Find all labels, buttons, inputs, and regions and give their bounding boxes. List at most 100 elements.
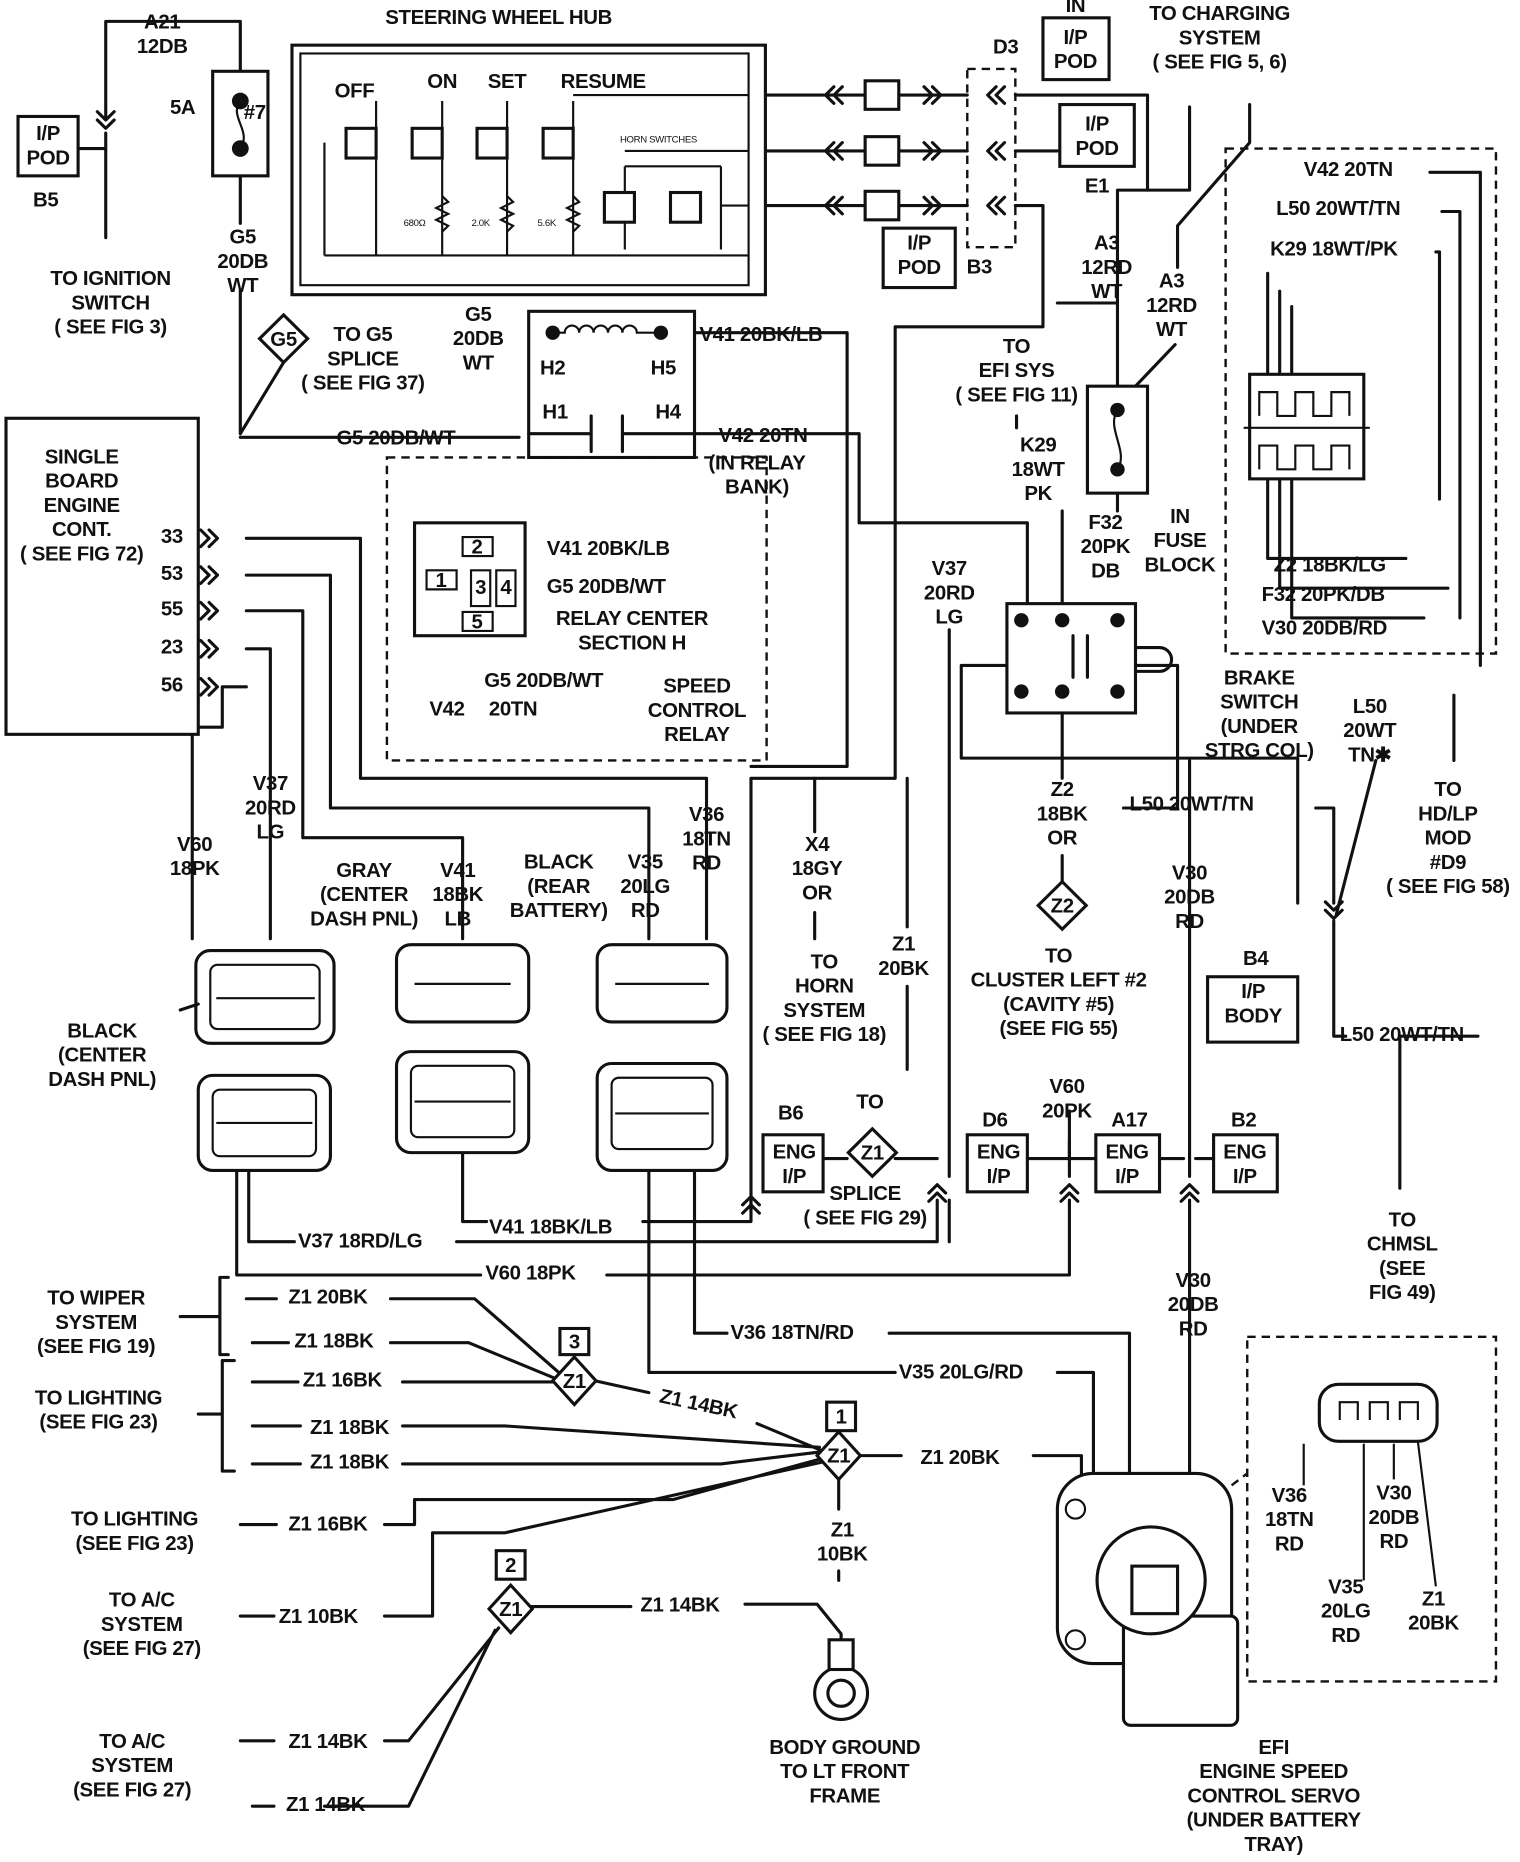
label-line: V37 [932, 558, 967, 580]
label-line: L50 20WT/TN [1276, 198, 1400, 220]
label-line: RD [1175, 911, 1204, 933]
label-line: 18TN [1265, 1509, 1313, 1531]
label-line: 20RD [245, 798, 296, 820]
label-line: L50 20WT/TN [1129, 793, 1253, 815]
chevron-icon [199, 638, 220, 659]
label-line: 4 [500, 577, 512, 599]
label-line: ( SEE FIG 37) [301, 373, 424, 395]
label-line: LG [935, 607, 963, 629]
label-line: 20DB [1368, 1507, 1419, 1529]
label-line: (UNDER [1221, 716, 1299, 738]
label-line: PK [1024, 483, 1052, 505]
label-line: LG [257, 822, 285, 844]
resistor-2k: 2.0K [471, 218, 490, 229]
wire-efi [1014, 414, 1064, 620]
v35-low-label: V35 20LG/RD [899, 1361, 1023, 1383]
label-line: RELAY [664, 724, 730, 746]
label-line: 20DB [1164, 887, 1215, 909]
label-line: WT [1091, 281, 1123, 303]
eng-ip-boxes [761, 1133, 1279, 1194]
fuse-5a [211, 69, 270, 178]
z1-20bk-servo: Z1 20BK [920, 1447, 1000, 1469]
z1-wire-1: Z1 20BK [288, 1287, 368, 1309]
label-line: RD [692, 853, 721, 875]
label-line: RESUME [561, 71, 646, 93]
label-line: 20WT [1343, 720, 1397, 742]
label-line: I/P [987, 1166, 1011, 1188]
label-line: WT [227, 275, 259, 297]
label-line: 23 [161, 637, 183, 659]
label-line: E1 [1085, 176, 1109, 198]
label-line: 18WT [1012, 459, 1066, 481]
label-line: G5 [465, 304, 492, 326]
label-line: D6 [982, 1110, 1007, 1132]
ip-pod-b3 [881, 226, 957, 290]
ip-pod-e1 [1058, 103, 1136, 168]
chevron-icon [1059, 1183, 1080, 1203]
label-line: H2 [540, 357, 565, 379]
label-line: H5 [651, 357, 676, 379]
label-line: ( SEE FIG 3) [54, 317, 166, 339]
label-line: BLOCK [1145, 554, 1216, 576]
label-line: X4 [805, 834, 830, 856]
g5-wire-label: G5 20DB/WT [336, 428, 456, 450]
label-line: 53 [161, 563, 183, 585]
label-line: I/P [1063, 27, 1087, 49]
chevron-icon [823, 141, 844, 161]
label-line: IN [1066, 0, 1086, 17]
label-line: 2 [505, 1555, 516, 1577]
wire-charging [1145, 103, 1252, 269]
splice-1-num: 1 [836, 1407, 847, 1429]
label-line: 20PK [1042, 1101, 1092, 1123]
wire-brake-switch [959, 663, 1480, 1190]
chevron-icon [823, 195, 844, 216]
label-line: SYSTEM [91, 1755, 173, 1777]
label-line: 18TN [682, 828, 730, 850]
label-line: TO [1434, 779, 1461, 801]
h4-label: H4 [655, 401, 681, 423]
chevron-icon [927, 1183, 948, 1203]
diamonds [257, 312, 1089, 1635]
label-line: B3 [967, 256, 992, 278]
label-line: SWITCH [1220, 692, 1298, 714]
label-line: SYSTEM [55, 1312, 137, 1334]
label-line: ON [427, 71, 457, 93]
label-line: B5 [33, 190, 58, 212]
v36-low-label: V36 18TN/RD [731, 1322, 854, 1344]
relay-pin-2: 2 [472, 537, 483, 559]
l50-low-label: L50 20WT/TN [1340, 1024, 1464, 1046]
wire-v41-low [461, 1151, 753, 1224]
wire-pin33 [244, 536, 709, 941]
label-line: V60 [1049, 1076, 1084, 1098]
label-line: Z1 14BK [657, 1386, 740, 1424]
wire-z1-group2 [250, 1379, 822, 1466]
z1-wire-5: Z1 18BK [310, 1452, 390, 1474]
label-line: G5 20DB/WT [547, 576, 667, 598]
wire-pin56 [190, 685, 248, 941]
label-line: V36 18TN/RD [731, 1322, 854, 1344]
label-line: H1 [542, 401, 567, 423]
z1-wire-7: Z1 10BK [279, 1606, 359, 1628]
label-line: OR [802, 882, 833, 904]
label-line: V35 20LG/RD [899, 1361, 1023, 1383]
relay-pin-5: 5 [472, 612, 483, 634]
wire-hub-3 [747, 204, 1045, 1214]
d3-label: D3 [993, 37, 1018, 59]
chevron-icon [922, 141, 943, 161]
label-line: 1 [435, 570, 446, 592]
label-line: SWITCH [71, 293, 149, 315]
z1-splice-diamond [846, 1126, 899, 1179]
label-line: BANK) [725, 477, 789, 499]
connectors [178, 943, 729, 1172]
label-line: 5.6K [538, 218, 557, 229]
label-line: FUSE [1153, 530, 1206, 552]
